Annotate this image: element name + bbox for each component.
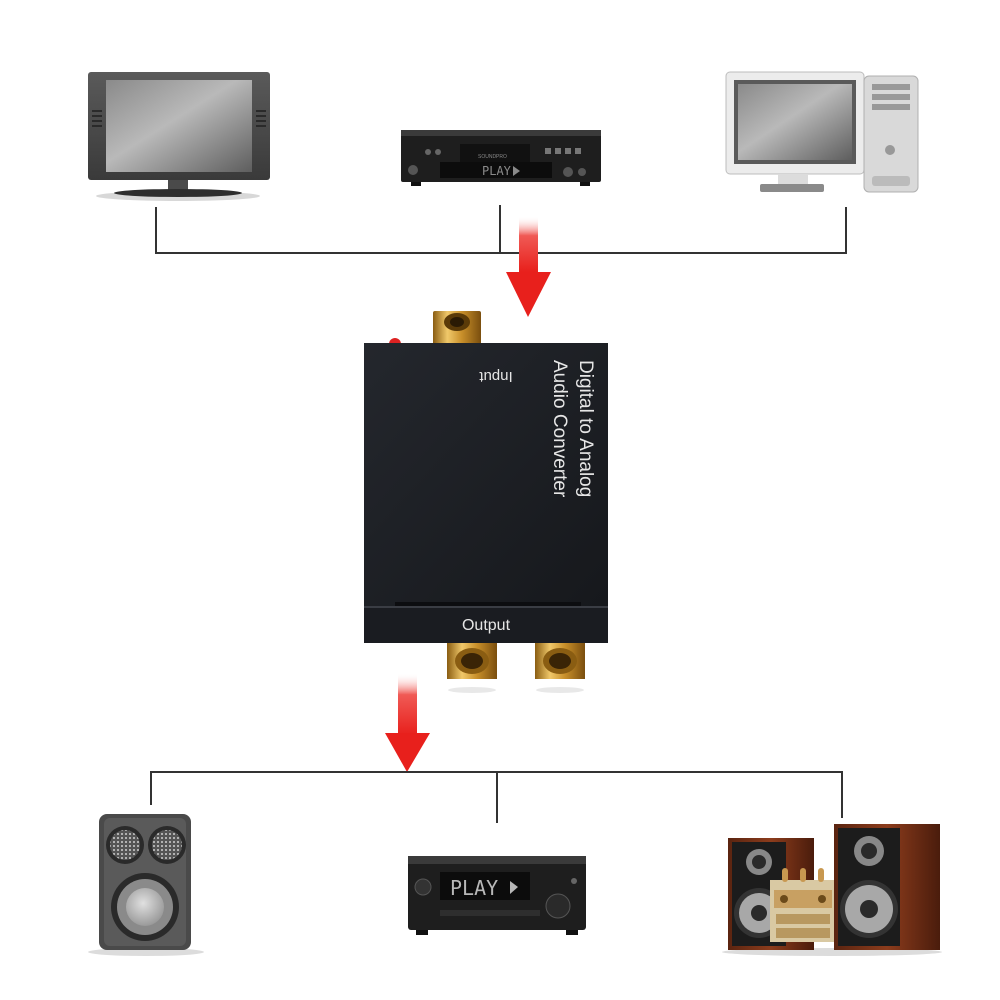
speaker-icon	[88, 814, 204, 956]
output-label: Output	[462, 617, 511, 634]
hifi-stereo-icon	[722, 824, 942, 956]
dvd-display-text: PLAY	[482, 164, 512, 178]
output-jack-left-icon	[447, 643, 497, 693]
dvd-player-icon: SOUNDPRO PLAY	[401, 130, 601, 186]
converter-title-line2: Audio Converter	[549, 360, 570, 498]
input-jack-icon	[433, 311, 481, 347]
converter-title-line1: Digital to Analog	[575, 360, 596, 497]
input-arrow	[506, 216, 551, 317]
dvd-small-text: SOUNDPRO	[478, 154, 507, 160]
tv-icon	[88, 72, 270, 201]
input-label: Input	[478, 368, 512, 385]
output-arrow	[385, 673, 430, 772]
av-receiver-icon: PLAY	[408, 856, 586, 935]
output-jack-right-icon	[535, 643, 585, 693]
converter-box: Input Digital to Analog Audio Converter …	[364, 311, 608, 693]
bottom-connector-lines	[150, 771, 843, 823]
computer-icon	[725, 71, 919, 193]
receiver-display-text: PLAY	[450, 876, 498, 900]
top-connector-lines	[155, 205, 847, 254]
